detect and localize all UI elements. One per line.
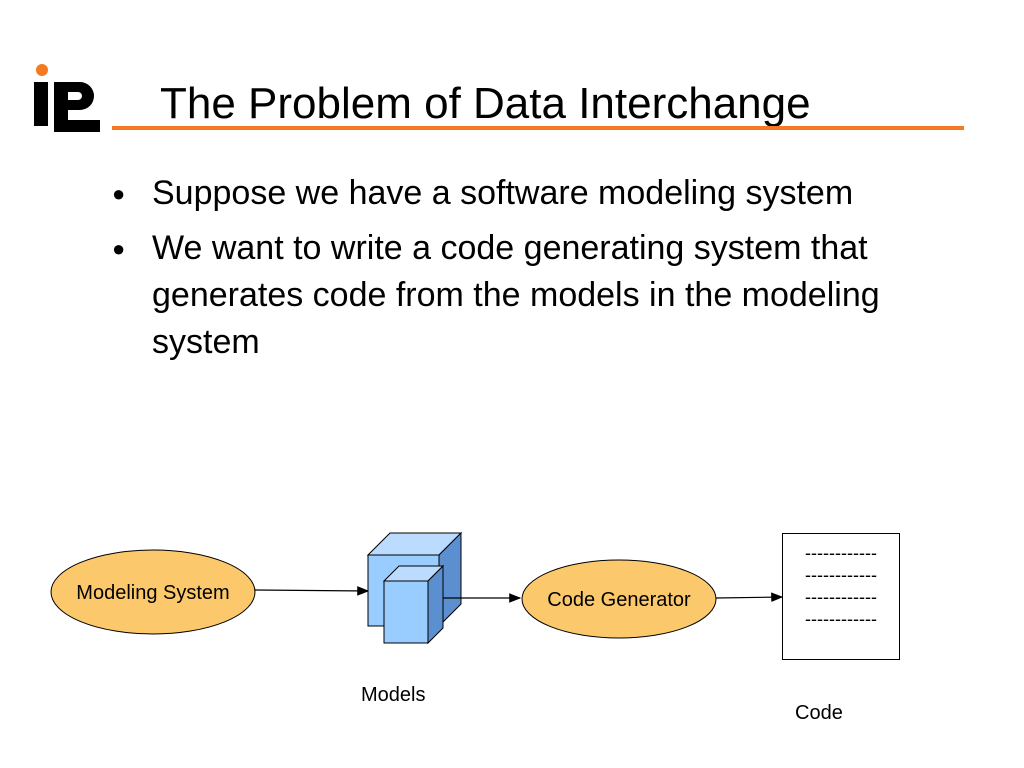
bullet-item: ● We want to write a code generating sys… <box>112 225 932 366</box>
arrow-to-code <box>715 592 784 602</box>
models-cube-front <box>382 564 445 645</box>
code-line: ------------ <box>805 543 877 563</box>
modeling-system-node <box>50 549 256 635</box>
code-line: ------------ <box>805 587 877 607</box>
code-generator-node <box>521 559 717 639</box>
arrow-to-models <box>254 586 370 596</box>
code-line: ------------ <box>805 609 877 629</box>
models-label: Models <box>361 684 426 706</box>
bullet-text: Suppose we have a software modeling syst… <box>152 174 854 212</box>
bullet-dot-icon: ● <box>112 181 126 206</box>
code-line: ------------ <box>805 565 877 585</box>
code-document: ------------ ------------ ------------ -… <box>782 533 900 660</box>
slide-title: The Problem of Data Interchange <box>160 79 811 128</box>
code-label: Code <box>795 702 843 724</box>
bullet-dot-icon: ● <box>112 236 126 261</box>
bullet-list: ● Suppose we have a software modeling sy… <box>112 170 932 374</box>
bullet-item: ● Suppose we have a software modeling sy… <box>112 170 932 217</box>
bullet-text: We want to write a code generating syste… <box>152 229 880 361</box>
title-underline <box>112 126 964 130</box>
modeling-system-label: Modeling System <box>76 582 229 604</box>
ipl-logo-icon <box>34 64 100 132</box>
data-interchange-diagram: Modeling System Code Generator <box>50 531 784 645</box>
code-generator-label: Code Generator <box>547 589 691 611</box>
